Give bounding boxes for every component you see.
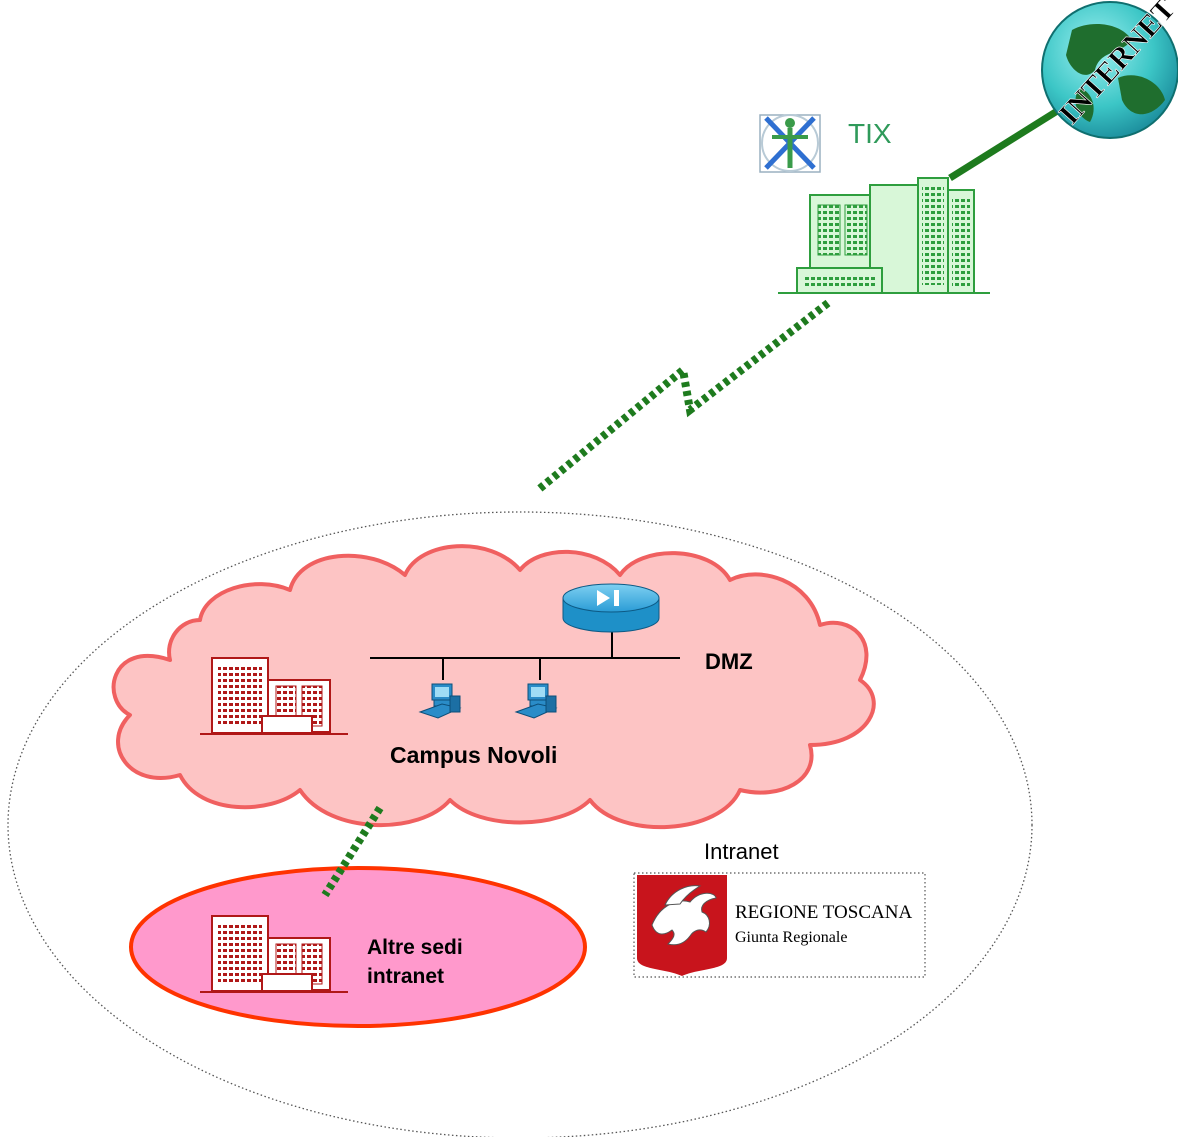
dmz-label: DMZ: [705, 649, 753, 674]
tix-to-campus-link: [535, 299, 831, 494]
workstation-icon: [418, 683, 462, 719]
tix-vitruvian-logo-icon: [759, 114, 821, 173]
campus-novoli-label: Campus Novoli: [390, 742, 558, 768]
tix-to-internet-link: [948, 105, 1064, 181]
tix-label: TIX: [848, 118, 892, 149]
campus-to-altre-sedi-link: [321, 805, 384, 898]
internet-globe-icon: [1041, 1, 1178, 139]
router-icon: [562, 583, 660, 633]
intranet-label: Intranet: [704, 839, 779, 864]
altre-sedi-label: Altre sedi intranet: [367, 933, 463, 991]
regione-toscana-title: REGIONE TOSCANA: [735, 902, 913, 923]
tix-building-icon: [778, 177, 990, 294]
dmz-network-bus: [370, 630, 680, 680]
altre-sedi-ellipse: [129, 866, 587, 1028]
campus-building-icon: [200, 657, 348, 735]
wan-links: [321, 299, 831, 898]
altre-sedi-line1: Altre sedi: [367, 936, 463, 959]
workstation-icon: [514, 683, 558, 719]
regione-toscana-logo: [633, 872, 926, 978]
campus-cloud: [111, 544, 876, 830]
altre-sedi-building-icon: [200, 915, 348, 993]
giunta-regionale-subtitle: Giunta Regionale: [735, 929, 848, 946]
altre-sedi-line2: intranet: [367, 965, 445, 988]
intranet-boundary: [7, 511, 1033, 1137]
